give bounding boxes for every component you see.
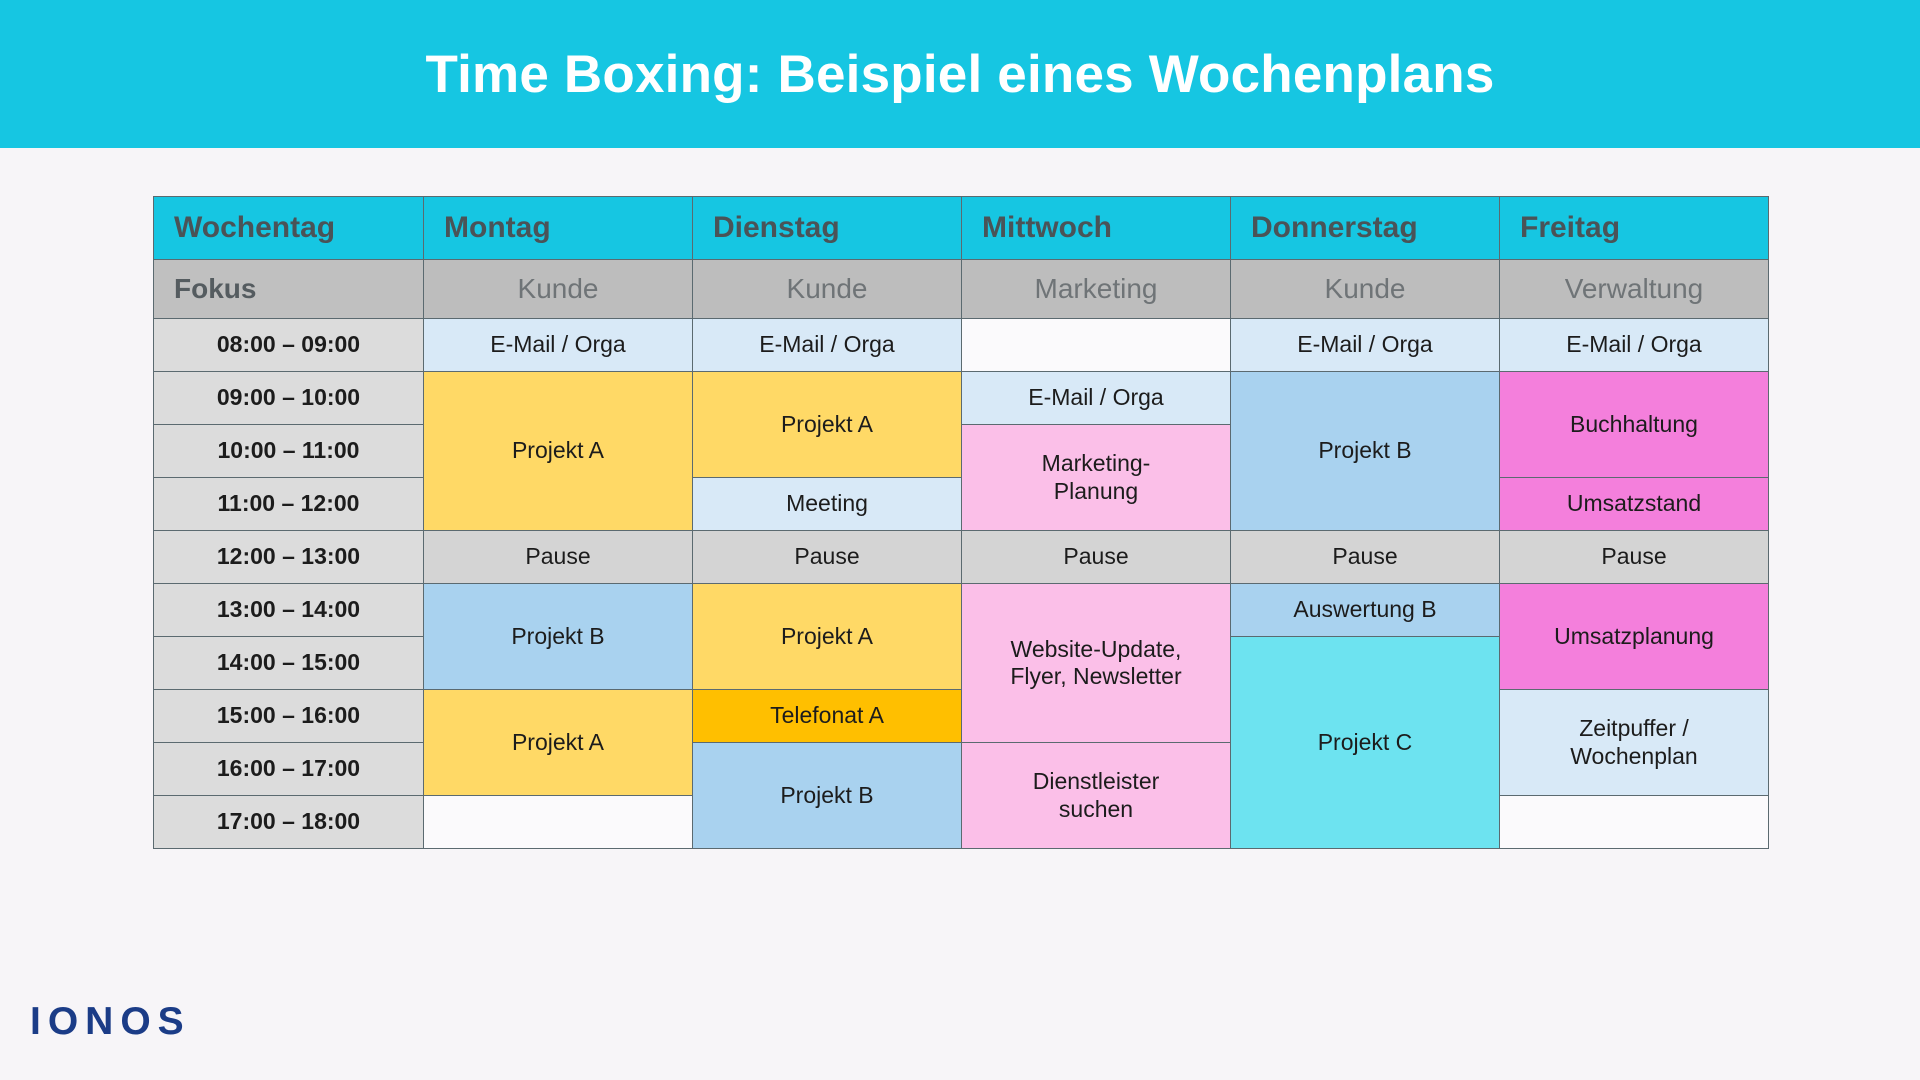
page-title: Time Boxing: Beispiel eines Wochenplans — [425, 44, 1495, 104]
schedule-block[interactable]: Pause — [423, 530, 693, 584]
schedule-block[interactable]: E-Mail / Orga — [423, 318, 693, 372]
schedule-block[interactable]: Projekt B — [1230, 371, 1500, 531]
schedule-block[interactable]: Website-Update,Flyer, Newsletter — [961, 583, 1231, 743]
header-cell-day-2: Dienstag — [692, 196, 962, 260]
header-cell-day-5: Freitag — [1499, 196, 1769, 260]
header-cell-day-4: Donnerstag — [1230, 196, 1500, 260]
focus-value-mittwoch: Marketing — [961, 259, 1231, 319]
schedule-block[interactable]: E-Mail / Orga — [1499, 318, 1769, 372]
time-slot-label: 16:00 – 17:00 — [153, 742, 424, 796]
title-banner: Time Boxing: Beispiel eines Wochenplans — [0, 0, 1920, 148]
time-slot-label: 14:00 – 15:00 — [153, 636, 424, 690]
schedule-block[interactable]: Umsatzstand — [1499, 477, 1769, 531]
table-row: 14:00 – 15:00 Projekt C — [153, 636, 1769, 849]
schedule-block[interactable]: Projekt A — [423, 689, 693, 796]
schedule-block[interactable]: Projekt B — [692, 742, 962, 849]
focus-value-freitag: Verwaltung — [1499, 259, 1769, 319]
schedule-block[interactable]: Projekt C — [1230, 636, 1500, 849]
schedule-block[interactable]: Pause — [961, 530, 1231, 584]
header-cell-day-1: Montag — [423, 196, 693, 260]
time-slot-label: 13:00 – 14:00 — [153, 583, 424, 637]
table-row: 17:00 – 18:00 — [153, 795, 1769, 849]
ionos-logo: IONOS — [30, 1000, 191, 1043]
header-cell-day-3: Mittwoch — [961, 196, 1231, 260]
time-slot-label: 11:00 – 12:00 — [153, 477, 424, 531]
schedule-block[interactable]: Zeitpuffer /Wochenplan — [1499, 689, 1769, 796]
time-slot-label: 15:00 – 16:00 — [153, 689, 424, 743]
focus-row-label: Fokus — [153, 259, 424, 319]
schedule-block[interactable]: Pause — [1499, 530, 1769, 584]
time-slot-label: 10:00 – 11:00 — [153, 424, 424, 478]
table-row: 10:00 – 11:00 Marketing-Planung — [153, 424, 1769, 531]
schedule-block[interactable]: Umsatzplanung — [1499, 583, 1769, 690]
schedule-block[interactable]: Projekt B — [423, 583, 693, 690]
focus-value-montag: Kunde — [423, 259, 693, 319]
header-cell-weekday: Wochentag — [153, 196, 424, 260]
schedule-block[interactable]: E-Mail / Orga — [961, 371, 1231, 425]
time-slot-label: 08:00 – 09:00 — [153, 318, 424, 372]
schedule-block[interactable]: Meeting — [692, 477, 962, 531]
schedule-block-empty[interactable] — [423, 795, 693, 849]
time-slot-label: 12:00 – 13:00 — [153, 530, 424, 584]
schedule-block-empty[interactable] — [961, 318, 1231, 372]
schedule-block[interactable]: Auswertung B — [1230, 583, 1500, 637]
schedule-block[interactable]: E-Mail / Orga — [1230, 318, 1500, 372]
time-slot-label: 17:00 – 18:00 — [153, 795, 424, 849]
schedule-block[interactable]: Projekt A — [692, 371, 962, 478]
schedule-block[interactable]: Projekt A — [692, 583, 962, 690]
schedule-block[interactable]: Pause — [1230, 530, 1500, 584]
focus-value-donnerstag: Kunde — [1230, 259, 1500, 319]
schedule-block[interactable]: Buchhaltung — [1499, 371, 1769, 478]
schedule-block[interactable]: Projekt A — [423, 371, 693, 531]
schedule-block[interactable]: Telefonat A — [692, 689, 962, 743]
schedule-block[interactable]: Marketing-Planung — [961, 424, 1231, 531]
schedule-block[interactable]: E-Mail / Orga — [692, 318, 962, 372]
schedule-block-empty[interactable] — [1499, 795, 1769, 849]
schedule-block[interactable]: Pause — [692, 530, 962, 584]
focus-value-dienstag: Kunde — [692, 259, 962, 319]
time-slot-label: 09:00 – 10:00 — [153, 371, 424, 425]
table-row: 11:00 – 12:00 Meeting Umsatzstand — [153, 477, 1769, 531]
